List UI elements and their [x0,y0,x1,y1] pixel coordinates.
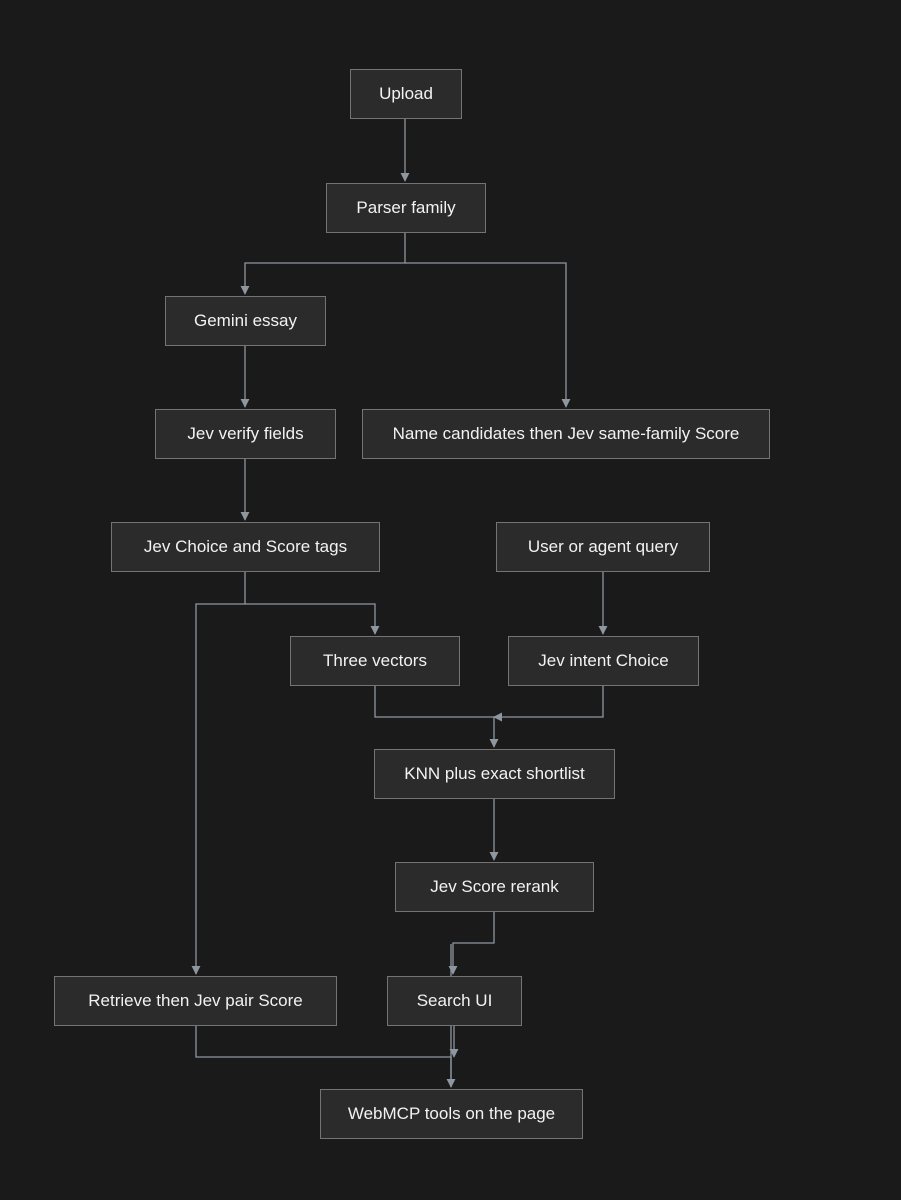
edge-jev-score-rerank-to-search-ui [448,912,495,975]
edge-jev-intent-choice-to-knn-shortlist [493,686,604,722]
node-jev-choice-score-tags[interactable]: Jev Choice and Score tags [111,522,380,572]
node-jev-score-rerank[interactable]: Jev Score rerank [395,862,594,912]
edge-retrieve-pair-score-to-webmcp-tools [195,1026,456,1088]
node-name-candidates[interactable]: Name candidates then Jev same-family Sco… [362,409,770,459]
edge-jev-choice-score-tags-to-three-vectors [245,603,380,635]
node-knn-shortlist[interactable]: KNN plus exact shortlist [374,749,615,799]
node-retrieve-pair-score[interactable]: Retrieve then Jev pair Score [54,976,337,1026]
node-upload[interactable]: Upload [350,69,462,119]
node-three-vectors[interactable]: Three vectors [290,636,460,686]
node-jev-verify-fields[interactable]: Jev verify fields [155,409,336,459]
node-user-agent-query[interactable]: User or agent query [496,522,710,572]
node-gemini-essay[interactable]: Gemini essay [165,296,326,346]
node-parser-family[interactable]: Parser family [326,183,486,233]
edge-parser-family-to-name-candidates [405,262,571,408]
node-webmcp-tools[interactable]: WebMCP tools on the page [320,1089,583,1139]
edge-parser-family-to-gemini-essay [240,233,406,295]
node-search-ui[interactable]: Search UI [387,976,522,1026]
edge-three-vectors-to-knn-shortlist [374,686,499,748]
node-jev-intent-choice[interactable]: Jev intent Choice [508,636,699,686]
edge-jev-choice-score-tags-to-retrieve-pair-score [191,572,246,975]
